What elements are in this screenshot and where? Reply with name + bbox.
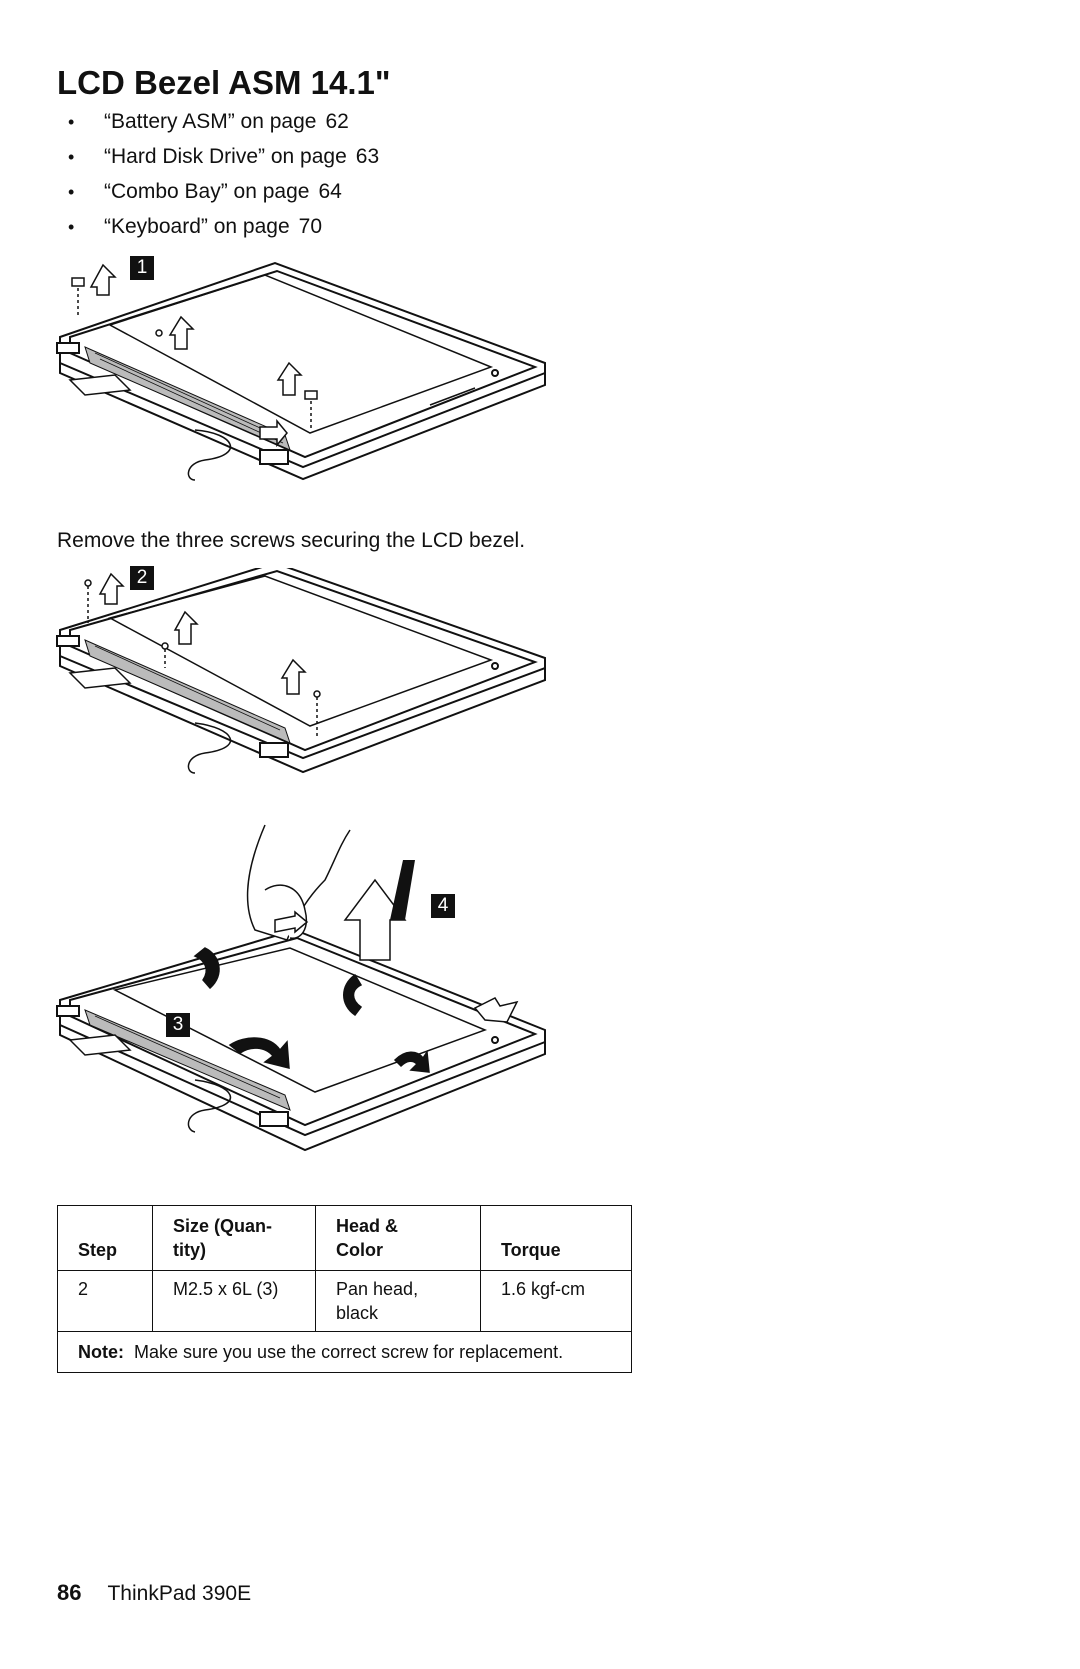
figure-step-2 (55, 568, 555, 808)
bullet: • (68, 112, 75, 132)
figure-step-1 (55, 255, 555, 515)
cross-reference-link[interactable]: “Combo Bay” on page (104, 180, 310, 203)
cross-reference-link[interactable]: “Hard Disk Drive” on page (104, 145, 347, 168)
column-header-step: Step (57, 1205, 153, 1271)
bullet: • (68, 182, 75, 202)
column-header-size: Size (Quan-tity) (152, 1205, 316, 1271)
page-reference[interactable]: 70 (298, 215, 322, 238)
page-number: 86 (57, 1580, 82, 1605)
table-row: 2 M2.5 x 6L (3) Pan head,black 1.6 kgf-c… (57, 1270, 632, 1332)
column-header-head-color: Head &Color (315, 1205, 481, 1271)
step-callout: 3 (166, 1013, 190, 1037)
list-item: • “Keyboard” on page 70 (68, 213, 379, 248)
bullet: • (68, 217, 75, 237)
cross-reference-link[interactable]: “Keyboard” on page (104, 215, 290, 238)
table-header-row: Step Size (Quan-tity) Head &Color Torque (57, 1205, 632, 1271)
note: Note: Make sure you use the correct screw… (57, 1331, 632, 1373)
page-reference[interactable]: 64 (318, 180, 342, 203)
note-text: Make sure you use the correct screw for … (134, 1342, 564, 1362)
cell-step: 2 (57, 1270, 153, 1332)
prerequisite-list: • “Battery ASM” on page 62 • “Hard Disk … (68, 108, 379, 248)
note-label: Note: (78, 1342, 124, 1362)
lcd-bezel-illustration (56, 568, 546, 774)
product-name: ThinkPad 390E (107, 1582, 252, 1605)
cross-reference-link[interactable]: “Battery ASM” on page (104, 110, 317, 133)
bullet: • (68, 147, 75, 167)
figure-caption: Remove the three screws securing the LCD… (57, 529, 526, 552)
page-reference[interactable]: 62 (325, 110, 349, 133)
page-reference[interactable]: 63 (355, 145, 380, 168)
column-header-torque: Torque (480, 1205, 632, 1271)
step-callout: 2 (130, 566, 154, 590)
list-item: • “Combo Bay” on page 64 (68, 178, 379, 213)
note-row: Note: Make sure you use the correct screw… (57, 1331, 632, 1373)
lcd-bezel-illustration (56, 824, 546, 1152)
cell-head-color: Pan head,black (315, 1270, 481, 1332)
page-footer: 86 ThinkPad 390E (57, 1580, 251, 1606)
cell-torque: 1.6 kgf-cm (480, 1270, 632, 1332)
lcd-bezel-illustration (56, 261, 546, 481)
list-item: • “Hard Disk Drive” on page 63 (68, 143, 379, 178)
cell-size: M2.5 x 6L (3) (152, 1270, 316, 1332)
step-callout: 4 (431, 894, 455, 918)
page-title: LCD Bezel ASM 14.1" (57, 64, 391, 101)
list-item: • “Battery ASM” on page 62 (68, 108, 379, 143)
figure-step-3-4 (55, 820, 555, 1170)
screw-spec-table: Step Size (Quan-tity) Head &Color Torque… (57, 1205, 632, 1373)
step-callout: 1 (130, 256, 154, 280)
